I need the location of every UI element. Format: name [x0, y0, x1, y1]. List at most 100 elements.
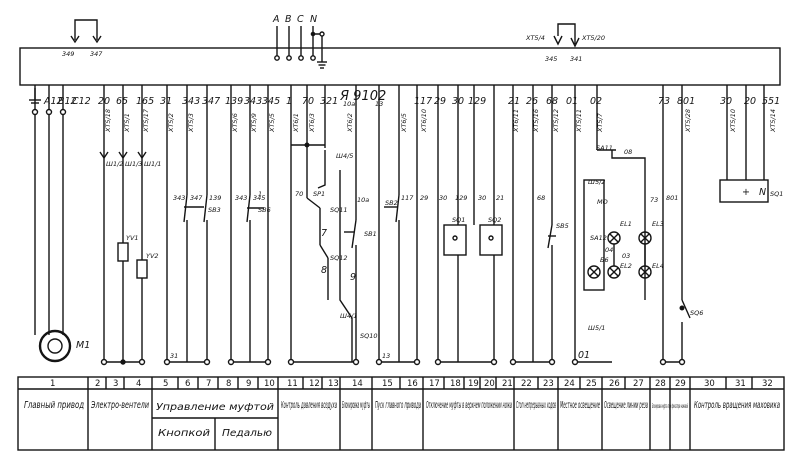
- svg-text:8: 8: [226, 379, 231, 389]
- function-table: [17, 376, 785, 451]
- svg-text:N: N: [759, 187, 766, 198]
- sb3-button: 343 347 139 SB3: [173, 194, 221, 223]
- svg-text:343: 343: [235, 194, 247, 202]
- svg-text:321: 321: [320, 96, 338, 107]
- lamp-el1: [607, 231, 621, 245]
- desc-air-pressure: Контроль давления воздуха: [281, 400, 337, 411]
- svg-text:70: 70: [302, 96, 314, 107]
- svg-text:SP1: SP1: [313, 190, 325, 198]
- label-b12: B12: [58, 96, 77, 107]
- phase-inputs: A B C N: [272, 14, 327, 69]
- svg-text:801: 801: [677, 96, 695, 107]
- rung-terminals: [100, 358, 686, 366]
- svg-text:Ш5/1: Ш5/1: [588, 324, 605, 332]
- svg-text:30: 30: [720, 96, 732, 107]
- svg-text:1: 1: [258, 190, 262, 198]
- svg-text:347: 347: [190, 194, 203, 202]
- svg-text:МО: МО: [597, 198, 608, 206]
- desc-flywheel: Контроль вращения маховика: [694, 400, 780, 411]
- svg-text:73: 73: [650, 196, 658, 204]
- svg-text:9: 9: [350, 272, 356, 283]
- svg-text:10: 10: [264, 379, 275, 389]
- svg-text:EL1: EL1: [620, 220, 632, 228]
- terminal-refs: XT5/18 XT5/1 XT5/17 XT5/2 XT5/3 XT5/6 XT…: [104, 108, 777, 133]
- svg-text:Ш1/1: Ш1/1: [144, 160, 161, 168]
- svg-text:21: 21: [496, 194, 504, 202]
- term-341: 341: [570, 55, 582, 63]
- svg-text:13: 13: [328, 379, 339, 389]
- svg-text:SQ6: SQ6: [690, 309, 703, 317]
- svg-text:XT6/10: XT6/10: [420, 109, 428, 133]
- cabinet-box: [19, 47, 781, 86]
- svg-text:XT5/11: XT5/11: [575, 109, 583, 133]
- term-xt5-4: XT5/4: [525, 34, 545, 42]
- label-c12: C12: [72, 96, 91, 107]
- desc-cut-light: Освещение линии реза: [604, 400, 648, 411]
- svg-text:343: 343: [182, 96, 200, 107]
- desc-start-drive: Пуск главного привода: [375, 400, 421, 411]
- desc-fixator-lock: Блокировка муфты при фиксаторе ножевой: [652, 402, 688, 410]
- svg-text:6: 6: [185, 379, 190, 389]
- svg-text:32: 32: [762, 379, 773, 389]
- svg-text:65: 65: [116, 96, 128, 107]
- svg-text:XT5/1: XT5/1: [123, 113, 131, 133]
- svg-text:117: 117: [401, 194, 414, 202]
- desc-button: Кнопкой: [158, 428, 211, 439]
- svg-text:31: 31: [160, 96, 172, 107]
- scheme-title: Я 9102: [339, 89, 386, 104]
- svg-text:04: 04: [605, 246, 613, 254]
- svg-text:5: 5: [163, 379, 168, 389]
- svg-text:EL2: EL2: [620, 262, 632, 270]
- svg-text:31: 31: [735, 379, 746, 389]
- sq1-sensor: SQ1 + N: [719, 179, 783, 203]
- svg-text:XT6/2: XT6/2: [346, 113, 354, 133]
- yv2-label: YV2: [146, 252, 159, 260]
- svg-text:7: 7: [206, 379, 211, 389]
- svg-text:20: 20: [744, 96, 756, 107]
- svg-text:XT5/10: XT5/10: [729, 109, 737, 133]
- svg-text:15: 15: [382, 379, 393, 389]
- svg-text:XT5/16: XT5/16: [532, 109, 540, 133]
- pressure-control: 70 SP1 SQ11 7 SQ12 8 9 Ш4/1 Ш4/5 SQ10: [291, 142, 378, 362]
- svg-text:SB3: SB3: [208, 206, 221, 214]
- svg-text:551: 551: [762, 96, 780, 107]
- svg-text:26: 26: [526, 96, 538, 107]
- svg-text:Ш4/1: Ш4/1: [340, 312, 357, 320]
- svg-text:1: 1: [50, 379, 55, 389]
- svg-text:21: 21: [502, 379, 513, 389]
- motor-m1: M1: [31, 85, 90, 363]
- svg-text:18: 18: [450, 379, 461, 389]
- svg-text:XT6/1: XT6/1: [292, 113, 300, 133]
- yv-valves: Ш1/2 Ш1/3 Ш1/1 YV1 YV2: [99, 151, 161, 279]
- svg-text:22: 22: [521, 379, 532, 389]
- svg-text:23: 23: [543, 379, 554, 389]
- svg-text:Ш5/2: Ш5/2: [588, 178, 605, 186]
- svg-text:30: 30: [478, 194, 486, 202]
- svg-text:08: 08: [624, 148, 632, 156]
- svg-text:10a: 10a: [357, 196, 369, 204]
- svg-text:SB6: SB6: [258, 206, 271, 214]
- svg-text:3: 3: [113, 379, 118, 389]
- svg-text:02: 02: [590, 96, 602, 107]
- svg-text:SQ2: SQ2: [488, 216, 501, 224]
- sb1-button: SB1 10a: [344, 196, 377, 249]
- svg-text:30: 30: [439, 194, 447, 202]
- table-descriptions: Главный привод Электро-вентели Управлени…: [24, 400, 780, 439]
- svg-text:SQ10: SQ10: [360, 332, 378, 340]
- sq1-sq2-switches: 30 129 30 21 SQ1 SQ2: [439, 194, 504, 256]
- svg-text:13: 13: [382, 352, 390, 360]
- svg-text:10a: 10a: [343, 100, 355, 108]
- svg-text:27: 27: [633, 379, 644, 389]
- svg-text:01: 01: [566, 96, 578, 107]
- svg-text:9: 9: [246, 379, 251, 389]
- desc-clutch-lock: Блокировка муфты: [342, 400, 370, 411]
- svg-text:XT5/6: XT5/6: [231, 113, 239, 133]
- desc-clutch: Управление муфтой: [156, 402, 275, 413]
- svg-text:XT5/18: XT5/18: [104, 109, 112, 133]
- table-column-numbers: 1 2 3 4 5 6 7 8 9 10 11 12 13 14 15 16 1…: [50, 379, 773, 389]
- rungs: [103, 85, 765, 365]
- svg-text:XT6/3: XT6/3: [308, 113, 316, 133]
- lighting-block: SA11 08 Ш5/2 МО SA12 04: [578, 144, 664, 361]
- svg-text:1: 1: [286, 96, 292, 107]
- svg-text:Б6: Б6: [600, 256, 609, 264]
